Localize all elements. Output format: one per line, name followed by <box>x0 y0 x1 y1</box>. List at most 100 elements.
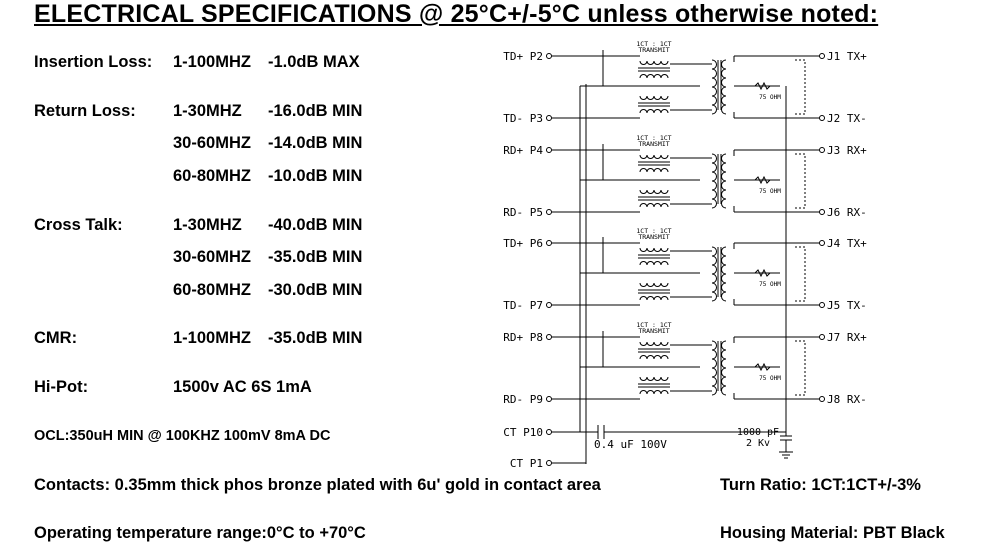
spec-range: 30-60MHZ <box>173 248 251 266</box>
spec-hipot: Hi-Pot: 1500v AC 6S 1mA <box>0 378 480 400</box>
pin-label: J2 TX- <box>827 112 867 125</box>
spec-range: 1-100MHZ <box>173 329 251 347</box>
spec-housing: Housing Material: PBT Black <box>720 524 945 542</box>
transformer-coil <box>721 246 727 302</box>
resistor-label: 75 OHM <box>759 94 781 101</box>
pin-terminal <box>819 115 825 121</box>
spec-return-loss: Return Loss: 1-30MHZ -16.0dB MIN 30-60MH… <box>0 102 480 192</box>
spec-turn-ratio: Turn Ratio: 1CT:1CT+/-3% <box>720 476 921 494</box>
pin-terminal <box>546 147 552 153</box>
spec-label: Hi-Pot: <box>34 378 89 396</box>
spec-range: 1-30MHZ <box>173 102 242 120</box>
choke-coil <box>639 189 669 194</box>
transformer-label: TRANSMIT <box>638 327 669 335</box>
pin-terminal <box>546 460 552 466</box>
choke-coil <box>639 341 669 346</box>
pin-label: RD- P9 <box>503 393 543 406</box>
choke-coil <box>639 261 669 266</box>
choke-coil <box>639 203 669 208</box>
transformer-label: 1CT : 1CT <box>636 134 671 142</box>
shield-bracket <box>795 59 806 115</box>
pin-terminal <box>546 302 552 308</box>
spec-contacts: Contacts: 0.35mm thick phos bronze plate… <box>34 476 601 494</box>
transformer-label: 1CT : 1CT <box>636 40 671 48</box>
shield-bracket <box>795 340 806 396</box>
spec-range: 1-30MHZ <box>173 216 242 234</box>
transformer-coil <box>711 153 717 209</box>
capacitor-label: 0.4 uF 100V <box>594 438 667 451</box>
pin-label: J6 RX- <box>827 206 867 219</box>
spec-value: -14.0dB MIN <box>268 134 363 152</box>
pin-label: RD- P5 <box>503 206 543 219</box>
pin-terminal <box>546 429 552 435</box>
spec-range: 60-80MHZ <box>173 167 251 185</box>
transformer-coil <box>721 59 727 115</box>
choke-coil <box>639 390 669 395</box>
choke-coil <box>639 60 669 65</box>
pin-terminal <box>819 302 825 308</box>
resistor <box>754 81 771 91</box>
pin-label: J8 RX- <box>827 393 867 406</box>
pin-terminal <box>819 147 825 153</box>
pin-terminal <box>546 396 552 402</box>
transformer-coil <box>711 59 717 115</box>
pin-label: TD+ P6 <box>503 237 543 250</box>
spec-label: Insertion Loss: <box>34 53 153 71</box>
spec-value: -35.0dB MIN <box>268 329 363 347</box>
spec-value: -40.0dB MIN <box>268 216 363 234</box>
choke-coil <box>639 296 669 301</box>
transformer-coil <box>711 340 717 396</box>
transformer-coil <box>721 153 727 209</box>
pin-terminal <box>546 209 552 215</box>
pin-terminal <box>819 53 825 59</box>
pin-terminal <box>546 53 552 59</box>
choke-coil <box>639 282 669 287</box>
resistor-label: 75 OHM <box>759 281 781 288</box>
spec-value: -30.0dB MIN <box>268 281 363 299</box>
pin-label: J7 RX+ <box>827 331 867 344</box>
spec-label: Cross Talk: <box>34 216 123 234</box>
spec-value: 1500v AC 6S 1mA <box>173 378 312 396</box>
choke-coil <box>639 376 669 381</box>
transformer-label: TRANSMIT <box>638 233 669 241</box>
spec-value: -16.0dB MIN <box>268 102 363 120</box>
pin-label: RD+ P4 <box>503 144 543 157</box>
spec-cmr: CMR: 1-100MHZ -35.0dB MIN <box>0 329 480 351</box>
spec-label: Return Loss: <box>34 102 136 120</box>
capacitor-label: 1000 pF <box>737 427 779 438</box>
spec-insertion-loss: Insertion Loss: 1-100MHZ -1.0dB MAX <box>0 53 480 75</box>
pin-label: J5 TX- <box>827 299 867 312</box>
choke-coil <box>639 355 669 360</box>
resistor <box>754 175 771 185</box>
capacitor-label: 2 Kv <box>746 438 770 449</box>
choke-coil <box>639 109 669 114</box>
spec-range: 60-80MHZ <box>173 281 251 299</box>
choke-coil <box>639 247 669 252</box>
spec-ocl: OCL:350uH MIN @ 100KHZ 100mV 8mA DC <box>34 428 331 444</box>
pin-label: TD- P7 <box>503 299 543 312</box>
spec-value: -35.0dB MIN <box>268 248 363 266</box>
pin-terminal <box>546 240 552 246</box>
spec-value: -1.0dB MAX <box>268 53 360 71</box>
choke-coil <box>639 154 669 159</box>
pin-label: J1 TX+ <box>827 50 867 63</box>
shield-bracket <box>795 153 806 209</box>
pin-label: TD+ P2 <box>503 50 543 63</box>
shield-bracket <box>795 246 806 302</box>
spec-range: 1-100MHZ <box>173 53 251 71</box>
transformer-label: TRANSMIT <box>638 140 669 148</box>
transformer-coil <box>721 340 727 396</box>
pin-terminal <box>819 209 825 215</box>
transformer-coil <box>711 246 717 302</box>
spec-value: -10.0dB MIN <box>268 167 363 185</box>
spec-range: 30-60MHZ <box>173 134 251 152</box>
spec-cross-talk: Cross Talk: 1-30MHZ -40.0dB MIN 30-60MHZ… <box>0 216 480 306</box>
pin-terminal <box>546 334 552 340</box>
choke-coil <box>639 95 669 100</box>
pin-label: RD+ P8 <box>503 331 543 344</box>
pin-terminal <box>546 115 552 121</box>
choke-coil <box>639 74 669 79</box>
resistor <box>754 268 771 278</box>
resistor-label: 75 OHM <box>759 188 781 195</box>
